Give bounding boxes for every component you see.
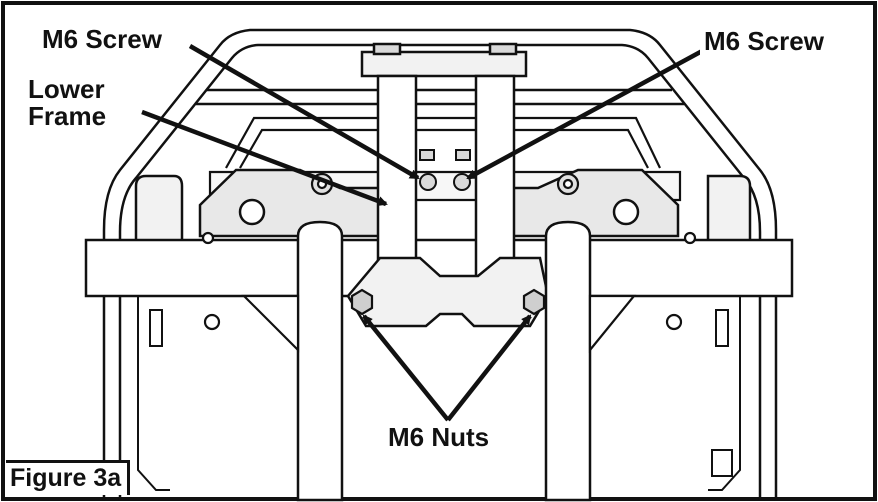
top-bracket xyxy=(360,42,528,78)
screw-head-icon xyxy=(419,149,471,191)
m6-screw-left-label: M6 Screw xyxy=(38,25,166,54)
bolt-head-icon xyxy=(310,172,580,196)
figure-caption: Figure 3a xyxy=(6,460,131,496)
m6-nuts-label: M6 Nuts xyxy=(384,423,494,452)
hex-nut-icon xyxy=(350,288,546,316)
lower-frame-label-line2: Frame xyxy=(28,101,107,132)
lower-side-rails xyxy=(137,296,741,491)
gussets xyxy=(201,231,697,354)
leader-arrows xyxy=(141,44,706,422)
lower-frame-label: Lower Frame xyxy=(24,74,111,133)
lower-frame-label-line1: Lower xyxy=(28,74,105,104)
m6-screw-right-label: M6 Screw xyxy=(700,27,828,56)
legs xyxy=(296,220,592,502)
